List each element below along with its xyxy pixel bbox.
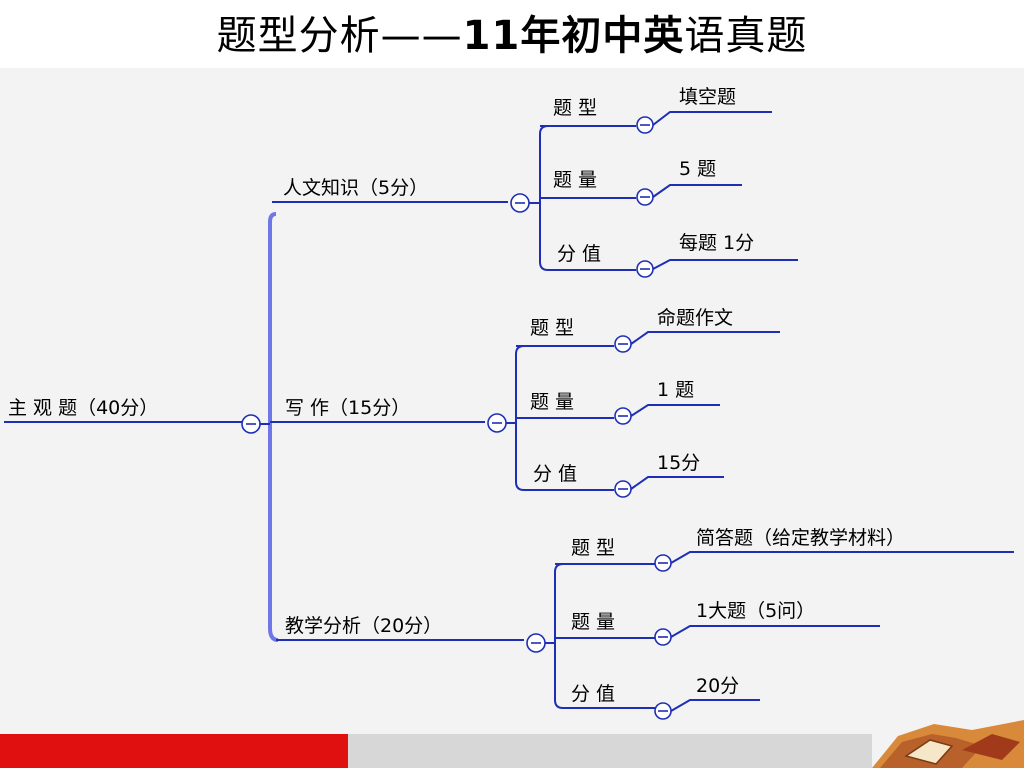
branch-2: 写 作（15分） 题 型 命题作文 题 量 1 题 分 值 15分 xyxy=(270,307,780,498)
branch-2-item-1-key: 题 型 xyxy=(530,317,574,339)
branch-2-item-2-key: 题 量 xyxy=(530,391,574,413)
branch-3-item-2-collapse-icon[interactable] xyxy=(654,628,672,646)
branch-1-item-1-key: 题 型 xyxy=(553,97,597,119)
branch-2-item-1-value: 命题作文 xyxy=(657,307,733,329)
title-part-3: 语真题 xyxy=(684,13,808,59)
title-part-1: 题型分析—— xyxy=(216,13,463,59)
branch-1: 人文知识（5分） 题 型 填空题 题 量 5 题 分 值 每题 1分 xyxy=(272,86,798,278)
branch-2-item-3-collapse-icon[interactable] xyxy=(614,480,632,498)
branch-2-item-3-value-line xyxy=(630,476,724,490)
root-collapse-icon[interactable] xyxy=(241,414,261,434)
branch-1-item-1-value-line xyxy=(652,111,772,126)
branch-3-item-1-collapse-icon[interactable] xyxy=(654,554,672,572)
branch-1-item-3-collapse-icon[interactable] xyxy=(636,260,654,278)
branch-3-label: 教学分析（20分） xyxy=(285,615,442,637)
branch-3-item-1-key: 题 型 xyxy=(571,537,615,559)
branch-2-item-2-collapse-icon[interactable] xyxy=(614,407,632,425)
title-part-2: 11年初中英 xyxy=(462,13,685,59)
decorative-seal-icon xyxy=(872,716,1024,768)
branch-3: 教学分析（20分） 题 型 简答题（给定教学材料） 题 量 1大题（5问） 分 … xyxy=(276,527,1014,720)
branch-3-item-3-key: 分 值 xyxy=(571,683,615,705)
branch-3-item-2-value-line xyxy=(670,625,880,638)
branch-1-item-2-key: 题 量 xyxy=(553,169,597,191)
mindmap-panel xyxy=(0,68,1024,734)
root-node: 主 观 题（40分） xyxy=(4,397,261,434)
footer-red-band xyxy=(0,734,348,768)
branch-1-item-2-value: 5 题 xyxy=(679,158,716,180)
branch-1-label: 人文知识（5分） xyxy=(283,177,428,199)
branch-3-item-2-value: 1大题（5问） xyxy=(696,600,815,622)
branch-2-item-1-value-line xyxy=(630,331,780,345)
branch-3-item-1-value: 简答题（给定教学材料） xyxy=(696,527,905,549)
main-trunk-line xyxy=(268,212,279,642)
branch-3-collapse-icon[interactable] xyxy=(526,633,546,653)
branch-3-item-3-value-line xyxy=(670,699,760,712)
branch-3-bracket xyxy=(554,563,564,709)
branch-1-item-1-value: 填空题 xyxy=(679,86,736,108)
mindmap-diagram: 主 观 题（40分） 人文知识（5分） 题 型 填空题 题 量 5 题 分 值 … xyxy=(4,86,1014,720)
branch-1-item-1-collapse-icon[interactable] xyxy=(636,116,654,134)
branch-2-collapse-icon[interactable] xyxy=(487,413,507,433)
branch-1-item-3-key: 分 值 xyxy=(557,243,601,265)
branch-3-item-1-value-line xyxy=(670,551,1014,564)
slide-title: 题型分析——11年初中英语真题 xyxy=(0,6,1024,66)
root-label: 主 观 题（40分） xyxy=(8,397,158,419)
branch-2-item-3-value: 15分 xyxy=(657,452,700,474)
branch-3-item-3-collapse-icon[interactable] xyxy=(654,702,672,720)
branch-3-item-3-value: 20分 xyxy=(696,675,739,697)
branch-2-label: 写 作（15分） xyxy=(285,397,410,419)
branch-2-item-2-value-line xyxy=(630,404,720,417)
branch-1-item-2-value-line xyxy=(652,184,742,198)
branch-1-item-2-collapse-icon[interactable] xyxy=(636,188,654,206)
branch-2-item-1-collapse-icon[interactable] xyxy=(614,335,632,353)
branch-1-item-3-value: 每题 1分 xyxy=(679,232,754,254)
branch-2-item-2-value: 1 题 xyxy=(657,379,694,401)
branch-1-item-3-value-line xyxy=(652,259,798,270)
branch-3-item-2-key: 题 量 xyxy=(571,611,615,633)
branch-2-item-3-key: 分 值 xyxy=(533,463,577,485)
branch-1-collapse-icon[interactable] xyxy=(510,193,530,213)
